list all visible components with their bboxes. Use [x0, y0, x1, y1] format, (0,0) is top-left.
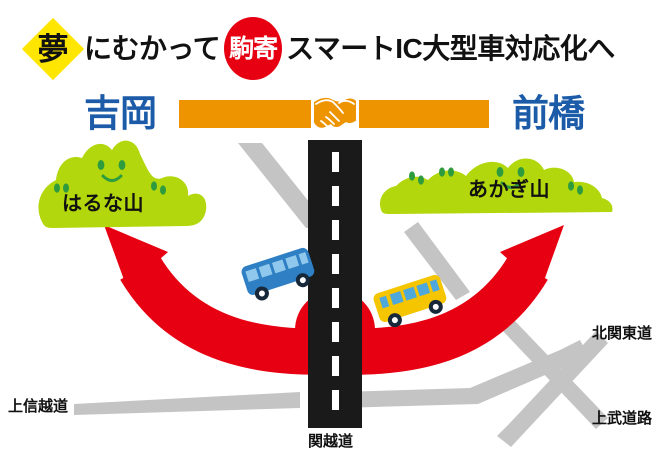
headline-row: 夢 にむかって 駒寄 スマートIC大型車対応化へ: [0, 17, 670, 81]
gray-road-johbu: [502, 320, 608, 429]
bus-left: [241, 247, 315, 301]
mountain-label-haruna: はるな山: [62, 193, 144, 215]
black-expressway: [308, 140, 362, 428]
expressway-dashes: [332, 152, 339, 410]
headline-text-before: にむかって: [84, 33, 221, 64]
road-label-johbu: 上武道路: [592, 410, 653, 427]
mountain-right: [379, 158, 613, 214]
mountain-left: [38, 140, 207, 228]
gray-road-east-trunk: [340, 340, 588, 408]
red-arrow-head-left: [104, 225, 168, 288]
city-connector-row: 吉岡 前橋: [0, 86, 670, 142]
gray-road-upper-left: [238, 143, 330, 228]
road-label-joshinetsu: 上信越道: [8, 398, 69, 415]
dream-badge-label: 夢: [37, 31, 69, 67]
bus-right: [373, 274, 447, 328]
headline-text-after: スマートIC大型車対応化へ: [286, 33, 615, 64]
komayose-circle-badge: 駒寄: [222, 17, 284, 80]
city-label-right: 前橋: [512, 93, 585, 134]
circle-shape-icon: [224, 17, 283, 80]
road-label-kitakanto: 北関東道: [592, 325, 653, 342]
gray-road-west: [74, 392, 300, 415]
mountain-left-face: [54, 160, 166, 195]
dream-diamond-badge: 夢: [21, 17, 85, 81]
mountain-label-akagi: あかぎ山: [468, 179, 550, 201]
city-label-left: 吉岡: [84, 93, 157, 134]
connector-bar-right: [361, 100, 489, 128]
mountain-right-face: [409, 167, 583, 195]
gray-road-right-upper: [404, 222, 470, 300]
red-arrow-head-right: [500, 225, 564, 289]
handshake-icon: [300, 97, 370, 128]
road-label-kanetsu: 関越道: [308, 433, 354, 450]
gray-road-kitakanto: [497, 331, 608, 447]
komayose-badge-label: 駒寄: [229, 34, 278, 63]
connector-bar-left: [179, 100, 309, 128]
